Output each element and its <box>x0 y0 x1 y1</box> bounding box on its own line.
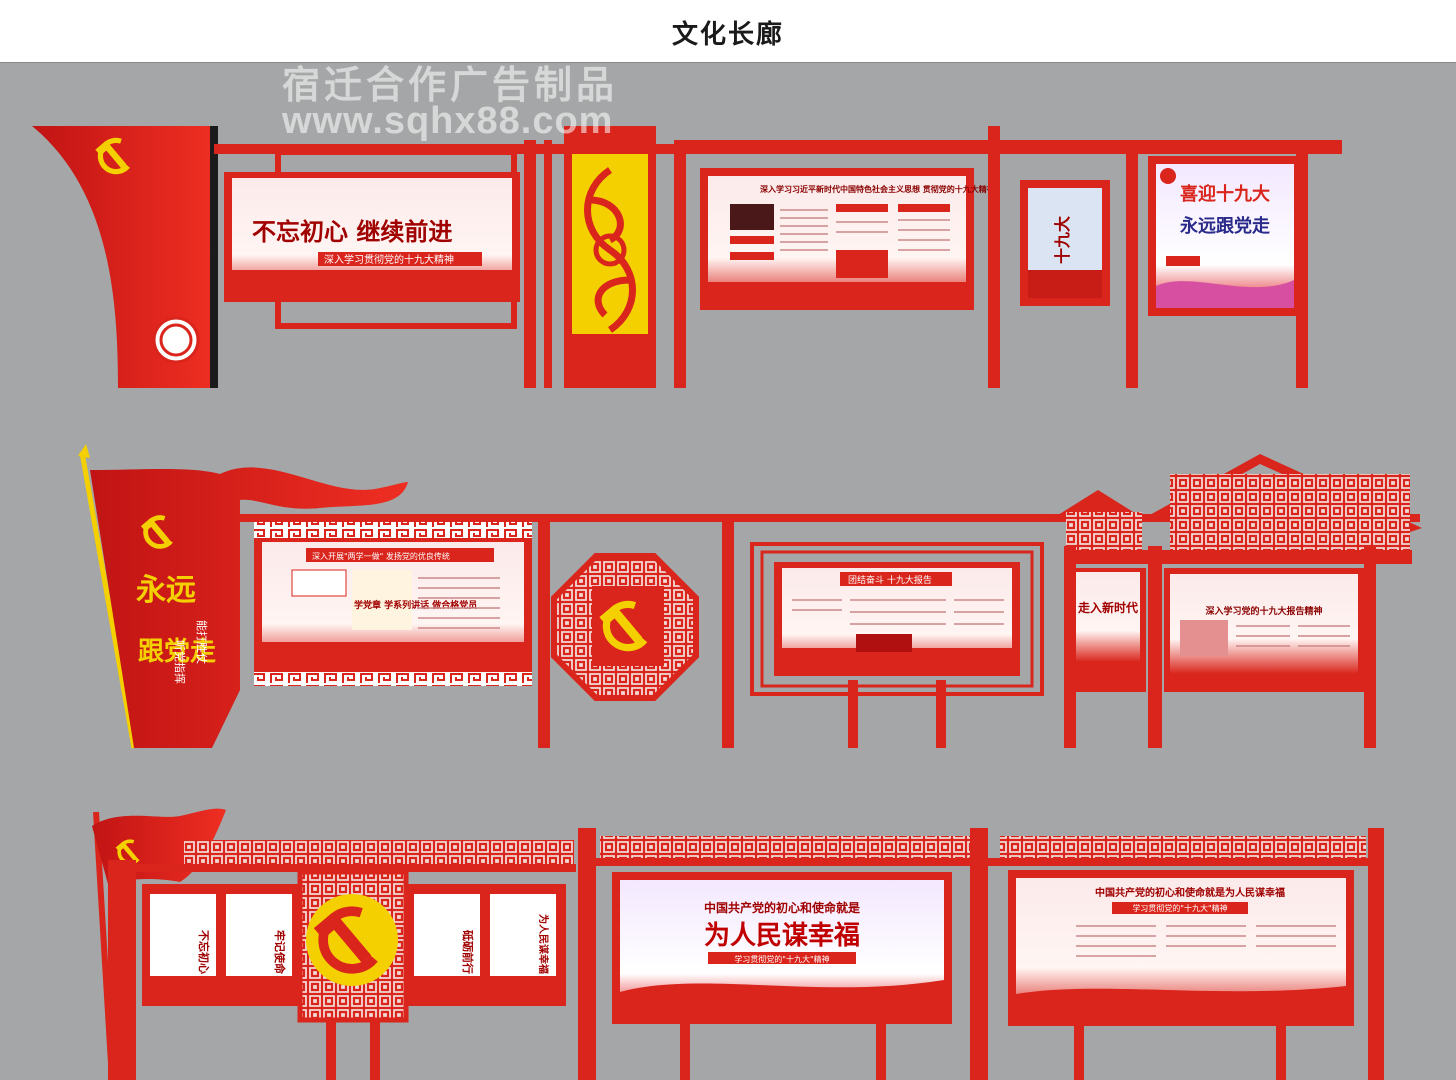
row3-poster3-text: 砥砺前行 <box>461 930 475 974</box>
row1-poster-text: 十九大 <box>1053 216 1072 264</box>
row2-panel1-title: 深入开展"两学一做" 发扬党的优良传统 <box>312 551 450 561</box>
row3-poster2-text: 牢记使命 <box>273 930 287 975</box>
row3-banner2-sub: 学习贯彻党的"十九大"精神 <box>1132 903 1227 913</box>
row3-banner1-sub: 学习贯彻党的"十九大"精神 <box>734 954 829 964</box>
row1-panel3-slogan-1: 喜迎十九大 <box>1180 183 1270 205</box>
watermark-line-2: www.sqhx88.com <box>282 100 614 142</box>
row2-flag-side-2: 能打胜仗 <box>195 620 209 664</box>
row2-panel2-title: 团结奋斗 十九大报告 <box>848 574 932 586</box>
row2-panel4-title: 深入学习党的十九大报告精神 <box>1205 605 1322 617</box>
row1-panel1-sub: 深入学习贯彻党的十九大精神 <box>324 253 454 266</box>
header-bar: 文化长廊 <box>0 0 1456 63</box>
row3-gallery: 不忘初心 牢记使命 砥砺前行 为人民谋幸福 中国共产党的初心和使命就是 为人民谋… <box>92 808 1384 1080</box>
row2-panel1-sub: 学党章 学系列讲话 做合格党员 <box>354 599 477 611</box>
row3-banner2-title: 中国共产党的初心和使命就是为人民谋幸福 <box>1095 886 1285 899</box>
row2-flag-text-2: 跟党走 <box>138 637 216 667</box>
row3-poster1-text: 不忘初心 <box>197 930 211 974</box>
row2-pavilion-lattice <box>1170 474 1410 552</box>
row2-panel3-title: 走入新时代 <box>1078 600 1138 615</box>
row2-gallery: 永远 跟党走 听党指挥 能打胜仗 深入开展"两学一做" 发扬党的优良传统 学党章… <box>78 444 1422 749</box>
row1-gallery: 不忘初心 继续前进 深入学习贯彻党的十九大精神 深入学习习近平新时代中国特色社会… <box>32 126 1342 388</box>
row1-panel2-title: 深入学习习近平新时代中国特色社会主义思想 贯彻党的十九大精神 <box>760 184 995 194</box>
watermark-line-1: 宿迁合作广告制品 <box>282 65 619 107</box>
row2-flag-text-1: 永远 <box>136 573 196 608</box>
page-title: 文化长廊 <box>671 20 784 50</box>
row1-panel1-slogan: 不忘初心 继续前进 <box>252 217 452 246</box>
row2-flag <box>90 467 408 748</box>
row1-panel3-slogan-2: 永远跟党走 <box>1179 215 1270 237</box>
row3-poster4-text: 为人民谋幸福 <box>537 914 550 974</box>
row2-panel3 <box>1076 572 1140 662</box>
row3-banner1-line1: 中国共产党的初心和使命就是 <box>704 900 861 915</box>
row2-flag-side-1: 听党指挥 <box>173 640 187 684</box>
row3-banner1-line2: 为人民谋幸福 <box>704 921 860 951</box>
